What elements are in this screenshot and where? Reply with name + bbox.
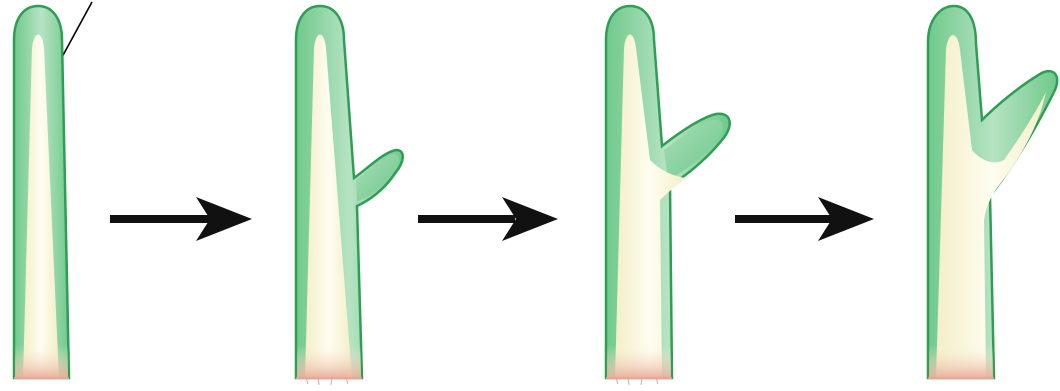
stage-3-elongating-branch (606, 6, 730, 385)
stage-4-forked-branch (928, 6, 1057, 379)
stage-2-lateral-bud (296, 6, 403, 385)
stage-1-shoot (14, 6, 69, 379)
arrow-2 (418, 197, 558, 241)
arrow-1 (110, 197, 252, 241)
arrow-3 (735, 197, 874, 241)
